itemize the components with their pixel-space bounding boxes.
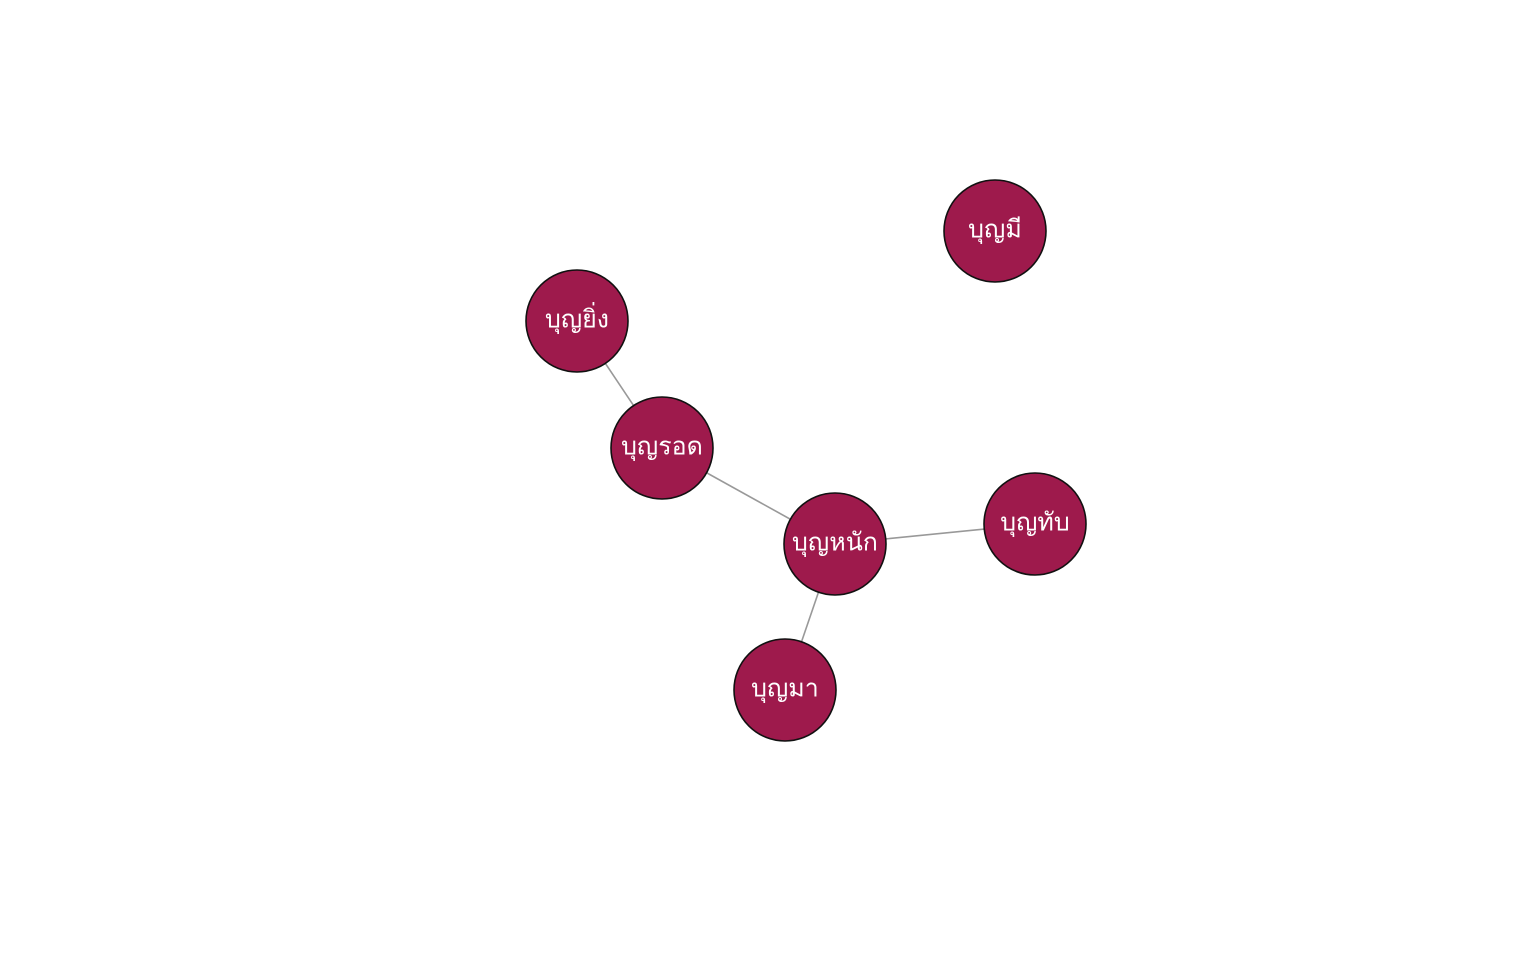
node-n2[interactable]: บุญยิ่ง: [525, 269, 629, 373]
node-circle: [610, 396, 714, 500]
node-n4[interactable]: บุญหนัก: [783, 492, 887, 596]
node-circle: [983, 472, 1087, 576]
node-n1[interactable]: บุญมี: [943, 179, 1047, 283]
node-label: บุญหนัก: [792, 528, 878, 558]
node-label: บุญรอด: [621, 432, 703, 462]
node-circle: [733, 638, 837, 742]
node-n6[interactable]: บุญมา: [733, 638, 837, 742]
node-label: บุญมา: [751, 674, 819, 704]
node-n5[interactable]: บุญทับ: [983, 472, 1087, 576]
node-circle: [525, 269, 629, 373]
node-circle: [783, 492, 887, 596]
node-n3[interactable]: บุญรอด: [610, 396, 714, 500]
node-layer: บุญมี บุญยิ่ง บุญรอด บุญหนัก บุญทับ บุญม…: [525, 179, 1087, 742]
node-label: บุญยิ่ง: [545, 302, 609, 335]
node-circle: [943, 179, 1047, 283]
node-label: บุญทับ: [1000, 508, 1070, 538]
node-label: บุญมี: [968, 215, 1022, 245]
